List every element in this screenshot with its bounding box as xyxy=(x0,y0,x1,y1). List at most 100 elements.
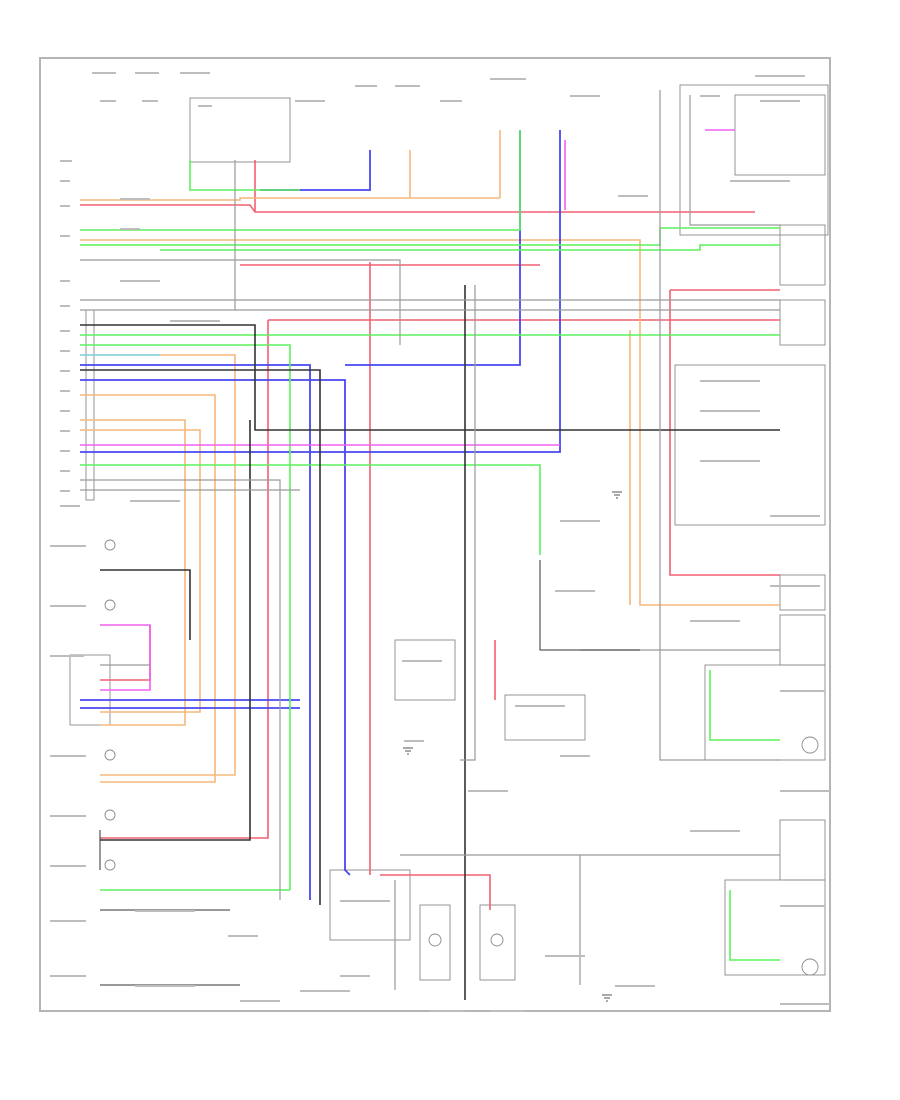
label-bar-58 xyxy=(555,590,595,592)
label-bar-62 xyxy=(404,740,424,742)
red-wire-9 xyxy=(669,290,780,576)
label-bar-26 xyxy=(60,390,70,392)
label-bar-0 xyxy=(92,72,116,74)
label-bar-70 xyxy=(240,1000,280,1002)
component-symbols xyxy=(104,491,819,1002)
label-bar-4 xyxy=(142,100,158,102)
label-bar-19 xyxy=(60,205,70,207)
label-bar-53 xyxy=(780,790,830,792)
left-bulb-symbol-4 xyxy=(104,809,116,821)
gray-wire-54 xyxy=(689,95,780,226)
label-bar-65 xyxy=(430,1010,465,1012)
center-module-box xyxy=(394,639,456,701)
orange-wire-14 xyxy=(80,239,780,606)
ground-symbol-top xyxy=(612,491,622,499)
label-bar-61 xyxy=(402,660,442,662)
red-wire-6 xyxy=(100,320,269,839)
label-bar-21 xyxy=(60,280,70,282)
label-bar-17 xyxy=(60,160,72,162)
label-bar-30 xyxy=(60,470,70,472)
label-bar-43 xyxy=(120,280,160,282)
label-bar-52 xyxy=(780,690,825,692)
green-wire-27 xyxy=(80,130,521,231)
orange-wire-18 xyxy=(80,419,186,726)
left-bulb-symbol-5 xyxy=(104,859,116,871)
wires xyxy=(80,90,780,1000)
label-bar-40 xyxy=(50,975,86,977)
label-bar-34 xyxy=(50,605,86,607)
right-sensor-box-bottom xyxy=(724,879,826,976)
diagram-frame xyxy=(39,57,831,1012)
gray-wire-56 xyxy=(400,854,581,985)
label-bar-59 xyxy=(560,755,590,757)
red-wire-0 xyxy=(80,204,755,213)
label-bar-57 xyxy=(560,520,600,522)
green-wire-35 xyxy=(729,890,780,961)
black-wire-64 xyxy=(539,560,640,651)
right-switch-panel-box xyxy=(674,364,826,526)
label-bar-14 xyxy=(760,100,800,102)
lamp-bulb-right xyxy=(490,933,504,947)
label-bar-49 xyxy=(770,515,820,517)
label-bar-38 xyxy=(50,865,86,867)
red-wire-5 xyxy=(100,625,151,681)
seat-heater-box xyxy=(329,869,411,941)
right-connector-box-4 xyxy=(779,819,826,881)
ground-symbol-center xyxy=(403,747,413,755)
label-bar-69 xyxy=(228,935,258,937)
label-bars xyxy=(50,72,830,1012)
label-bar-54 xyxy=(690,830,740,832)
right-sensor-box xyxy=(779,574,826,611)
label-bar-25 xyxy=(60,370,70,372)
label-bar-47 xyxy=(700,410,760,412)
green-wire-36 xyxy=(189,160,300,191)
label-bar-33 xyxy=(50,545,86,547)
gray-wire-48 xyxy=(80,479,281,900)
lamp-bulb-left xyxy=(428,933,442,947)
left-bulb-symbol-2 xyxy=(104,599,116,611)
label-bar-5 xyxy=(198,105,212,107)
red-wire-3 xyxy=(380,874,491,910)
label-bar-31 xyxy=(60,490,70,492)
label-bar-64 xyxy=(300,990,350,992)
label-bar-42 xyxy=(120,228,140,230)
label-bar-28 xyxy=(60,430,70,432)
blue-wire-20 xyxy=(80,364,311,900)
black-wire-43 xyxy=(100,569,191,640)
label-bar-8 xyxy=(395,85,420,87)
blue-wire-24 xyxy=(260,150,371,191)
label-bar-24 xyxy=(60,350,70,352)
label-bar-45 xyxy=(130,500,180,502)
black-wire-44 xyxy=(80,369,321,905)
label-bar-46 xyxy=(700,380,760,382)
black-wire-41 xyxy=(80,324,780,431)
lamp-box-left xyxy=(419,904,451,981)
right-sensor-box-lower xyxy=(704,664,826,761)
ground-symbol-right xyxy=(602,994,612,1002)
label-bar-32 xyxy=(60,505,80,507)
label-bar-66 xyxy=(490,1010,525,1012)
blue-wire-22 xyxy=(80,130,561,453)
green-wire-32 xyxy=(80,344,291,890)
label-bar-50 xyxy=(770,585,820,587)
label-bar-16 xyxy=(618,195,648,197)
label-bar-7 xyxy=(355,85,377,87)
label-bar-23 xyxy=(60,330,70,332)
label-bar-6 xyxy=(295,100,325,102)
label-bar-9 xyxy=(440,100,462,102)
label-bar-67 xyxy=(545,955,585,957)
center-switch-box xyxy=(504,694,586,741)
label-bar-15 xyxy=(730,180,790,182)
sensor-symbol-right xyxy=(801,736,819,754)
gray-wire-53 xyxy=(659,90,780,761)
label-bar-73 xyxy=(340,975,370,977)
label-bar-11 xyxy=(570,95,600,97)
sensor-symbol-bottom xyxy=(801,958,819,976)
right-connector-box-2 xyxy=(779,299,826,346)
combination-meter-box xyxy=(189,97,291,163)
right-connector-box-1 xyxy=(779,224,826,286)
green-wire-29 xyxy=(160,244,780,251)
label-bar-13 xyxy=(700,95,720,97)
label-bar-39 xyxy=(50,920,86,922)
